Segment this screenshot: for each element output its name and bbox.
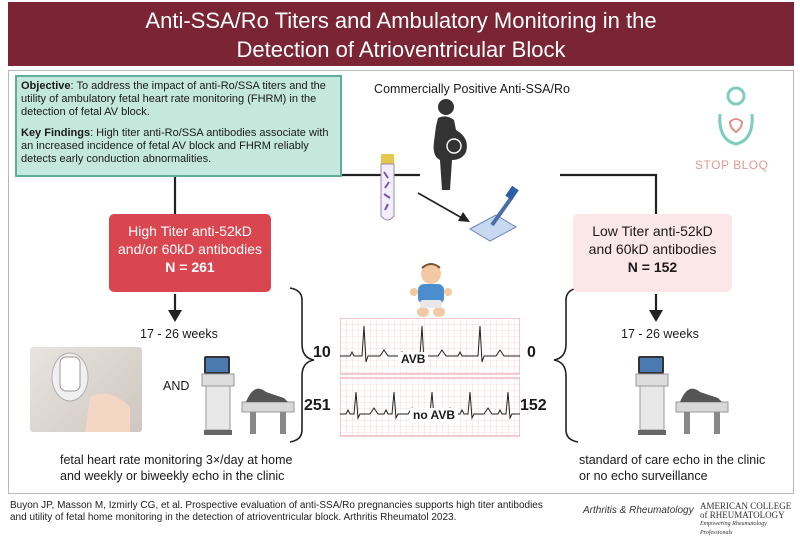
and-label: AND (163, 379, 190, 393)
acr-logo: AMERICAN COLLEGE of RHEUMATOLOGY Empower… (700, 502, 800, 538)
high-titer-n: N = 261 (165, 259, 215, 275)
baby-icon (410, 263, 452, 317)
objective-label: Objective (21, 80, 71, 92)
stop-bloq-label: STOP BLOQ (695, 158, 769, 172)
objective-text: : To address the impact of anti-Ro/SSA t… (21, 80, 326, 118)
home-monitor-photo (30, 347, 142, 432)
count-high-avb: 10 (313, 344, 331, 361)
count-high-no-avb: 251 (304, 397, 331, 414)
citation: Buyon JP, Masson M, Izmirly CG, et al. P… (10, 500, 570, 524)
citation-line-2: and utility of fetal home monitoring in … (10, 512, 457, 523)
left-arrowhead (168, 310, 182, 322)
right-bottom-line-1: standard of care echo in the clinic (579, 453, 766, 467)
title-line-2: Detection of Atrioventricular Block (236, 37, 566, 62)
low-titer-n: N = 152 (627, 259, 678, 275)
avb-trace (340, 325, 520, 363)
high-titer-box: High Titer anti-52kD and/or 60kD antibod… (109, 214, 271, 292)
avb-strip (340, 318, 520, 375)
left-bottom-line-2: and weekly or biweekly echo in the clini… (60, 469, 285, 483)
tube-to-plate-arrow (417, 192, 463, 219)
left-bottom-text: fetal heart rate monitoring 3×/day at ho… (60, 452, 292, 484)
acr-line-1: AMERICAN COLLEGE (700, 501, 792, 511)
no-avb-label: no AVB (410, 408, 458, 422)
no-avb-strip (340, 377, 520, 437)
count-low-no-avb: 152 (520, 397, 547, 414)
high-titer-line-1: High Titer anti-52kD (128, 223, 252, 239)
findings-label: Key Findings (21, 127, 91, 139)
right-brace (553, 287, 579, 443)
high-titer-line-2: and/or 60kD antibodies (118, 241, 262, 257)
pregnant-woman-icon (433, 99, 467, 190)
low-titer-line-1: Low Titer anti-52kD (592, 223, 713, 239)
right-bottom-text: standard of care echo in the clinic or n… (579, 452, 765, 484)
acr-line-3: Empowering Rheumatology Professionals (700, 521, 767, 536)
weeks-left: 17 - 26 weeks (140, 327, 218, 341)
right-bottom-line-2: or no echo surveillance (579, 469, 708, 483)
journal-logo: Arthritis & Rheumatology (583, 505, 694, 516)
top-label: Commercially Positive Anti-SSA/Ro (374, 82, 570, 96)
avb-label: AVB (398, 352, 429, 366)
acr-line-2: of RHEUMATOLOGY (700, 510, 785, 520)
hand-doppler-icon (51, 352, 130, 432)
echo-machine-left-icon (201, 356, 295, 435)
right-arrowhead (649, 310, 663, 322)
ecg-strips (340, 318, 520, 437)
citation-line-1: Buyon JP, Masson M, Izmirly CG, et al. P… (10, 500, 543, 511)
findings-text: : High titer anti-Ro/SSA antibodies asso… (21, 127, 329, 165)
pipette-plate-icon (468, 185, 519, 242)
weeks-right: 17 - 26 weeks (621, 327, 699, 341)
left-brace (289, 287, 315, 443)
echo-machine-right-icon (635, 356, 729, 435)
test-tube-icon (380, 154, 395, 221)
right-connector (560, 173, 658, 214)
objective-box: Objective: To address the impact of anti… (15, 75, 342, 177)
title-banner: Anti-SSA/Ro Titers and Ambulatory Monito… (8, 2, 794, 66)
left-bottom-line-1: fetal heart rate monitoring 3×/day at ho… (60, 453, 293, 467)
low-titer-line-2: and 60kD antibodies (588, 241, 717, 257)
low-titer-box: Low Titer anti-52kD and 60kD antibodies … (573, 214, 732, 292)
stop-bloq-logo (718, 86, 754, 146)
title-line-1: Anti-SSA/Ro Titers and Ambulatory Monito… (145, 8, 657, 33)
tube-arrowhead (458, 212, 470, 222)
count-low-avb: 0 (527, 344, 536, 361)
